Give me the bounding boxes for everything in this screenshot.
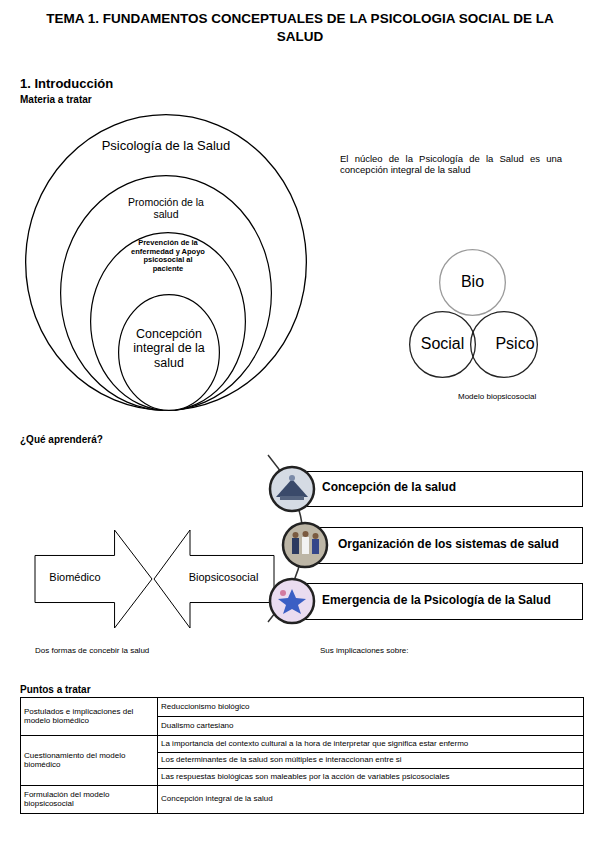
box-outline xyxy=(291,584,583,620)
table-cell: Las respuestas biológicas son maleables … xyxy=(157,768,584,786)
venn-circle: Bio xyxy=(439,249,506,316)
icon-circle xyxy=(270,579,314,623)
circle-outline xyxy=(26,115,307,411)
node-text: Psicología de la Salud xyxy=(25,139,307,154)
topic-box: Emergencia de la Psicología de la Salud xyxy=(290,583,583,620)
icon-circle xyxy=(270,467,314,511)
node-text: Promoción de la salud xyxy=(116,196,216,220)
nested-circle: Prevención de la enfermedad y Apoyo psic… xyxy=(90,232,246,411)
table-cell: Dualismo cartesiano xyxy=(157,716,584,736)
text-label: Sus implicaciones sobre: xyxy=(320,646,520,656)
outer-circle: Psicología de la SaludPromoción de la sa… xyxy=(25,114,307,411)
circle-outline xyxy=(440,250,506,316)
circle-outline xyxy=(91,233,246,411)
box-outline xyxy=(291,472,583,507)
icon-figure xyxy=(270,579,314,623)
icon-head xyxy=(293,532,299,538)
node-text: Bio xyxy=(439,273,506,291)
icon-head xyxy=(313,533,319,539)
venn-circle: Social xyxy=(409,311,476,378)
icon-dot xyxy=(280,590,286,596)
table-cell: Cuestionamiento del modelo biomédico xyxy=(20,735,158,786)
circle-outline xyxy=(410,312,476,378)
icon-person xyxy=(302,537,309,554)
node-text: Psico xyxy=(482,335,548,353)
table-cell: Formulación del modelo biopsicosocial xyxy=(20,785,158,814)
icon-dome xyxy=(289,475,295,481)
node-text: Emergencia de la Psicología de la Salud xyxy=(322,594,582,608)
page-title: TEMA 1. FUNDAMENTOS CONCEPTUALES DE LA P… xyxy=(30,10,570,46)
icon-circle xyxy=(283,523,327,567)
icon-star xyxy=(278,589,306,614)
text-label: Modelo biopsicosocial xyxy=(458,392,578,402)
icon-building xyxy=(270,467,314,511)
text-label: El núcleo de la Psicología de la Salud e… xyxy=(340,153,562,176)
icon-roof xyxy=(276,479,308,497)
arrow-outline xyxy=(154,530,274,628)
text-label: Dos formas de concebir la salud xyxy=(35,646,235,656)
timeline-arc xyxy=(268,455,303,622)
node-text: Biomédico xyxy=(35,571,115,584)
nested-circle: Promoción de la saludPrevención de la en… xyxy=(60,175,272,411)
text-label: Puntos a tratar xyxy=(20,684,220,696)
node-text: Social xyxy=(409,335,476,353)
icon-people xyxy=(283,523,327,567)
table-cell: Postulados e implicaciones del modelo bi… xyxy=(20,697,158,736)
table-cell: La importancia del contexto cultural a l… xyxy=(157,735,584,753)
icon-head xyxy=(303,531,309,537)
block-arrow: Biopsicosocial xyxy=(154,530,274,628)
node-text: Concepción de la salud xyxy=(322,481,580,495)
block-arrow: Biomédico xyxy=(35,530,152,628)
icon-base xyxy=(280,496,304,500)
node-text: Organización de los sistemas de salud xyxy=(338,538,582,552)
text-label: 1. Introducción xyxy=(20,76,220,92)
text-label: Materia a tratar xyxy=(20,94,220,106)
table-cell: Reduccionismo biológico xyxy=(157,697,584,717)
venn-circle: Psico xyxy=(470,311,538,378)
topic-box: Organización de los sistemas de salud xyxy=(300,527,583,564)
box-outline xyxy=(301,528,583,564)
table-cell: Los determinantes de la salud son múltip… xyxy=(157,752,584,769)
circle-outline xyxy=(119,295,220,411)
table-cell: Concepción integral de la salud xyxy=(157,785,584,814)
arrow-outline xyxy=(35,530,152,628)
node-text: Prevención de la enfermedad y Apoyo psic… xyxy=(130,239,206,274)
topic-box: Concepción de la salud xyxy=(290,471,583,507)
core-circle: Concepción integral de la salud xyxy=(118,294,220,411)
node-text: Concepción integral de la salud xyxy=(118,327,220,370)
circle-outline xyxy=(61,176,272,411)
icon-person xyxy=(292,538,299,554)
text-label: ¿Qué aprenderá? xyxy=(20,434,220,446)
icon-person xyxy=(312,539,319,554)
node-text: Biopsicosocial xyxy=(176,571,271,584)
